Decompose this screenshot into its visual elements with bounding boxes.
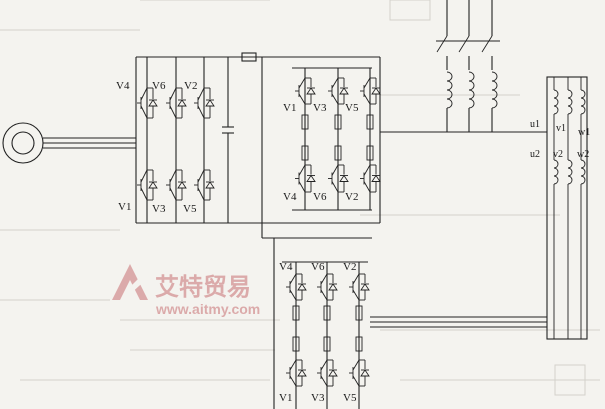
label-b1-top-0: V4 <box>116 80 130 92</box>
background-texture <box>0 0 600 396</box>
winding-0 <box>553 77 559 339</box>
igbt-b3-top-1 <box>317 273 338 301</box>
igbt-b3-top-2 <box>349 273 370 301</box>
label-b3-top-1: V6 <box>311 261 325 273</box>
igbt-b1-top-1 <box>166 87 187 119</box>
igbt-b2-bot-0 <box>295 164 316 193</box>
label-u2: u2 <box>530 149 540 160</box>
label-b2-bot-0: V4 <box>283 191 297 203</box>
resistor-b2-top-2 <box>366 114 374 130</box>
resistor-b2-bot-1 <box>334 145 342 161</box>
bridge-2 <box>292 67 381 211</box>
resistor-b3-bot-2 <box>355 336 363 352</box>
switch-2 <box>481 0 493 70</box>
bridge-1-labels: V4 V6 V2 V1 V3 V5 <box>116 80 197 215</box>
label-b3-bot-0: V1 <box>279 392 292 404</box>
label-v1: v1 <box>556 123 566 134</box>
resistor-b2-top-0 <box>301 114 309 130</box>
igbt-b2-bot-2 <box>360 164 381 193</box>
motor-feed-lines <box>370 316 547 328</box>
label-b1-top-1: V6 <box>152 80 166 92</box>
igbt-b1-bot-0 <box>137 169 158 201</box>
label-b3-bot-1: V3 <box>311 392 325 404</box>
igbt-b1-bot-2 <box>194 169 215 201</box>
label-b1-top-2: V2 <box>184 80 197 92</box>
igbt-b3-bot-2 <box>349 359 370 387</box>
resistor-b3-top-1 <box>323 305 331 321</box>
watermark: 艾特贸易 www.aitmy.com <box>112 264 260 317</box>
resistor-b2-bot-2 <box>366 145 374 161</box>
line-inductors <box>446 71 498 132</box>
inductor-1 <box>468 71 475 132</box>
bridge-1 <box>137 57 215 223</box>
generator-feed-lines <box>43 137 136 149</box>
igbt-b2-bot-1 <box>328 164 349 193</box>
label-b2-bot-1: V6 <box>313 191 327 203</box>
three-phase-switch <box>436 0 500 70</box>
resistor-b3-bot-1 <box>323 336 331 352</box>
inductor-0 <box>446 71 453 132</box>
igbt-b3-top-0 <box>286 273 307 301</box>
igbt-b2-top-0 <box>295 77 316 105</box>
resistor-b3-top-2 <box>355 305 363 321</box>
label-b2-top-0: V1 <box>283 102 296 114</box>
winding-2 <box>580 77 586 339</box>
resistor-b2-bot-0 <box>301 145 309 161</box>
igbt-b3-bot-0 <box>286 359 307 387</box>
motor-labels: u1 v1 w1 u2 v2 w2 <box>530 119 590 160</box>
label-b1-bot-0: V1 <box>118 201 131 213</box>
label-b2-bot-2: V2 <box>345 191 358 203</box>
fuse <box>241 52 257 62</box>
switch-1 <box>458 0 470 70</box>
resistor-b2-top-1 <box>334 114 342 130</box>
igbt-b2-top-2 <box>360 77 381 105</box>
igbt-b1-top-0 <box>137 87 158 119</box>
label-b1-bot-1: V3 <box>152 203 166 215</box>
label-b2-top-1: V3 <box>313 102 327 114</box>
bridge-2-labels: V1 V3 V5 V4 V6 V2 <box>283 102 359 203</box>
label-u1: u1 <box>530 119 540 130</box>
label-w1: w1 <box>578 127 590 138</box>
label-b3-top-0: V4 <box>279 261 293 273</box>
watermark-logo-icon <box>112 264 148 300</box>
switch-0 <box>436 0 448 70</box>
grid-connection <box>380 0 547 133</box>
watermark-logo-slash <box>124 271 150 296</box>
watermark-url: www.aitmy.com <box>155 301 260 317</box>
resistor-b3-top-0 <box>292 305 300 321</box>
label-b1-bot-2: V5 <box>183 203 197 215</box>
igbt-b1-top-2 <box>194 87 215 119</box>
inductor-2 <box>491 71 498 132</box>
bridge-3 <box>273 238 370 409</box>
winding-1 <box>567 77 573 339</box>
igbt-b1-bot-1 <box>166 169 187 201</box>
label-b3-top-2: V2 <box>343 261 356 273</box>
label-b3-bot-2: V5 <box>343 392 357 404</box>
motor-windings <box>546 76 588 340</box>
dc-bus <box>135 52 381 239</box>
label-w2: w2 <box>577 149 589 160</box>
label-b2-top-2: V5 <box>345 102 359 114</box>
resistor-b3-bot-0 <box>292 336 300 352</box>
igbt-b3-bot-1 <box>317 359 338 387</box>
bridge-3-labels: V4 V6 V2 V1 V3 V5 <box>279 261 357 404</box>
label-v2: v2 <box>553 149 563 160</box>
igbt-b2-top-1 <box>328 77 349 105</box>
generator-symbol <box>2 122 44 164</box>
watermark-text: 艾特贸易 <box>155 274 251 301</box>
